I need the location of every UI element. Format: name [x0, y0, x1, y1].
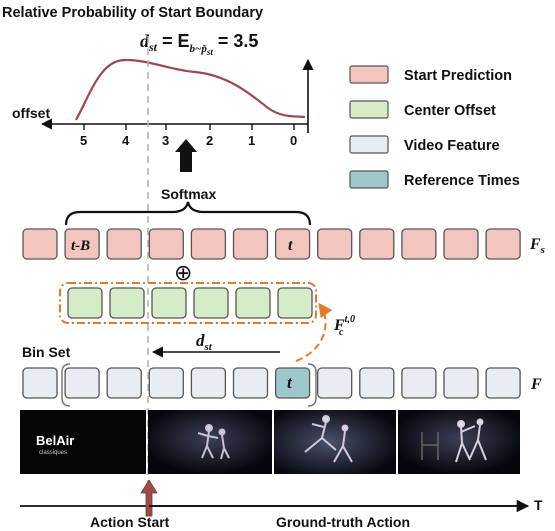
start-prediction-cell — [359, 228, 395, 260]
expectation-formula: dst = Eb~p̃st = 3.5 — [140, 31, 258, 57]
dancer-silhouettes — [304, 415, 353, 463]
x-axis-label: offset — [12, 105, 50, 121]
legend-swatch — [349, 135, 389, 154]
video-feature-cell — [485, 367, 521, 399]
cell-label-t-f: t — [287, 373, 293, 392]
offset-curved-arrow — [295, 302, 333, 362]
start-prediction-cell — [64, 228, 100, 260]
x-axis-ticks: 5 4 3 2 1 0 — [80, 124, 297, 148]
video-frames: BelAir classiques — [20, 410, 520, 474]
start-prediction-cell — [232, 228, 269, 260]
center-offset-row — [67, 287, 313, 319]
center-offset-cell — [67, 287, 103, 319]
x-tick-label: 0 — [290, 133, 297, 148]
start-prediction-cell — [317, 228, 353, 260]
formula-rhs: = 3.5 — [213, 31, 259, 51]
probability-curve — [75, 58, 306, 121]
video-feature-cell — [443, 367, 479, 399]
cell-label-t-fs: t — [288, 237, 293, 254]
dancer-silhouettes — [455, 418, 487, 463]
video-frame-1: BelAir classiques — [20, 410, 146, 474]
start-prediction-cell — [22, 228, 58, 260]
formula-eq: = E — [157, 31, 190, 51]
x-tick-label: 3 — [162, 133, 169, 148]
formula-e-subsub: st — [206, 47, 214, 57]
softmax-label: Softmax — [161, 186, 216, 202]
bin-set-label: Bin Set — [22, 344, 71, 360]
action-start-marker — [140, 479, 158, 517]
oplus-symbol: ⊕ — [174, 261, 192, 286]
center-offset-group-box — [59, 282, 317, 324]
center-offset-cell — [109, 287, 145, 319]
x-tick-label: 2 — [206, 133, 213, 148]
x-tick-label: 5 — [80, 133, 87, 148]
legend-swatch — [349, 100, 389, 119]
video-feature-cell — [106, 367, 142, 399]
video-feature-cell — [401, 367, 437, 399]
dst-label: dst — [196, 331, 213, 353]
center-offset-cell — [151, 287, 187, 319]
legend-label: Start Prediction — [404, 68, 512, 84]
start-prediction-cell — [274, 228, 311, 260]
cell-label-t-minus-b: t-B — [71, 238, 90, 254]
video-feature-cell — [190, 367, 227, 399]
bin-set-left-bracket — [61, 363, 71, 407]
start-prediction-cell — [148, 228, 184, 260]
bin-set-right-bracket — [307, 363, 317, 407]
time-axis-label: T — [534, 497, 543, 513]
start-prediction-cell — [106, 228, 142, 260]
formula-e-sub: b~p̃ — [190, 43, 208, 55]
reference-time-cell — [274, 367, 311, 399]
video-frame-3 — [274, 410, 396, 474]
formula-lhs-sub: st — [148, 40, 158, 54]
video-feature-cell — [317, 367, 353, 399]
video-feature-cell — [22, 367, 58, 399]
legend-label: Video Feature — [404, 138, 500, 154]
video-feature-cell — [148, 367, 184, 399]
x-tick-label: 4 — [122, 133, 130, 148]
softmax-up-arrow — [175, 139, 197, 172]
formula-lhs: d — [140, 31, 150, 51]
video-feature-row — [22, 367, 521, 399]
center-offset-cell — [277, 287, 313, 319]
ground-truth-label: Ground-truth Action — [276, 514, 410, 530]
action-start-label: Action Start — [90, 514, 170, 530]
video-feature-cell — [359, 367, 395, 399]
stage-chair — [421, 432, 439, 460]
start-prediction-cell — [190, 228, 227, 260]
start-prediction-cell — [401, 228, 437, 260]
chart-title: Relative Probability of Start Boundary — [2, 5, 263, 21]
center-offset-cell — [235, 287, 271, 319]
center-offset-cell — [193, 287, 229, 319]
video-frame-4 — [398, 410, 520, 474]
row-label-f: F — [530, 376, 542, 393]
video-frame-2 — [148, 410, 272, 474]
legend-swatch — [349, 170, 389, 189]
legend-label: Reference Times — [404, 173, 520, 189]
frame-logo-subtext: classiques — [39, 450, 67, 456]
dancer-silhouettes — [197, 424, 230, 460]
legend-swatch — [349, 65, 389, 84]
video-feature-cell — [232, 367, 269, 399]
softmax-brace — [64, 201, 312, 226]
video-feature-cell — [64, 367, 100, 399]
legend-label: Center Offset — [404, 103, 496, 119]
start-prediction-cell — [485, 228, 521, 260]
start-prediction-cell — [443, 228, 479, 260]
frame-logo-text: BelAir — [36, 433, 74, 448]
x-tick-label: 1 — [248, 133, 255, 148]
row-label-fs: Fs — [529, 236, 545, 256]
start-prediction-row — [22, 228, 521, 260]
